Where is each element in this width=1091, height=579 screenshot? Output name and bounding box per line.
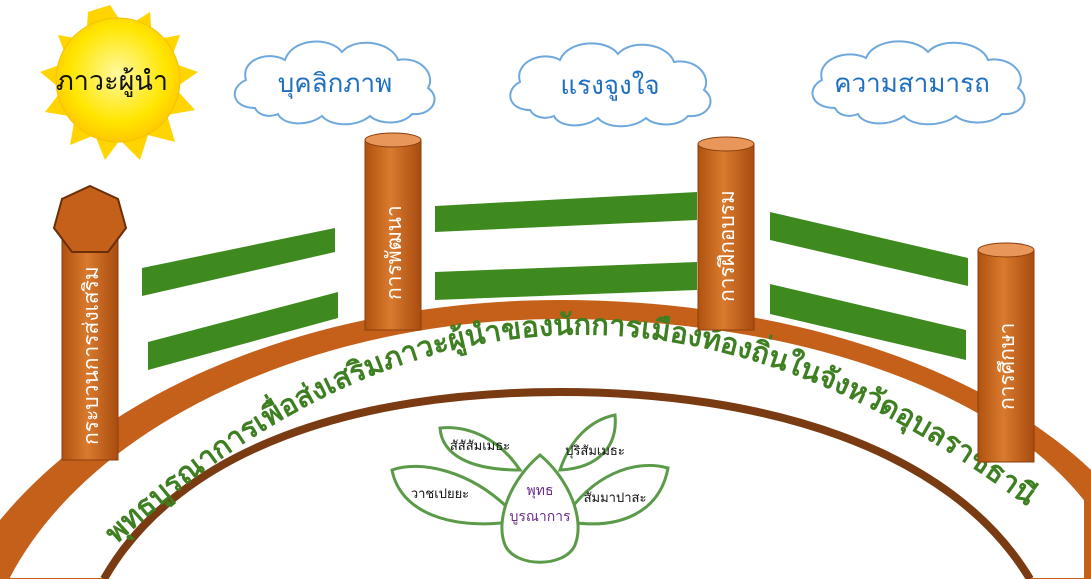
pillar-label: กระบวนการส่งเสริม [79,266,103,445]
rail [770,284,966,360]
lotus-icon [390,413,670,564]
pillar-top [364,132,422,148]
pillar-label: การศึกษา [995,323,1019,410]
lotus-petal-label: ปุริสัมเมธะ [565,444,625,459]
pillar-body [977,249,1035,463]
lotus-center-petal [500,453,580,564]
pillar-promotion: กระบวนการส่งเสริม [52,184,128,461]
cloud-label: แรงจูงใจ [560,71,659,101]
sun-disc [55,17,181,143]
pillar-education: การศึกษา [977,242,1035,463]
cloud-label: ความสามารถ [834,69,990,99]
cloud-shape [233,40,436,126]
sun-label: ภาวะผู้นำ [56,66,168,97]
rail [435,262,697,300]
cloud-ability: ความสามารถ [811,40,1026,126]
lotus-petal-top-left [438,426,523,472]
lotus-petal-left [390,464,512,526]
lotus-petal-right [568,463,670,526]
pillar-body [364,139,422,331]
pillar-development: การพัฒนา [364,132,422,331]
lotus-petal-label: สัสัสัมเมธะ [450,439,510,454]
heptagon-cap-icon [52,184,128,253]
pillar-label: การพัฒนา [382,205,406,300]
pillar-label: การฝึกอบรม [715,190,739,302]
lotus-petal-label: สัมมาปาสะ [584,491,647,506]
cloud-personality: บุคลิกภาพ [233,40,436,126]
pillar-top [977,242,1035,258]
pillar-body [697,143,755,331]
rail [435,192,697,232]
rail [142,228,335,296]
cloud-label: บุคลิกภาพ [278,69,392,99]
lotus-petal-top-right [557,413,617,472]
cloud-shape [811,40,1026,126]
cloud-motivation: แรงจูงใจ [509,42,712,128]
fence-rails [142,192,968,370]
pillar-top [697,136,755,152]
cloud-shape [509,42,712,128]
lotus-petal-label: วาชเปยยะ [411,487,469,502]
lotus-center-bottom: บูรณาการ [509,509,571,525]
arch-inner-line [100,387,1034,579]
lotus-center-top: พุทธ [526,483,553,499]
rail [770,212,968,286]
sun-icon: ภาวะผู้นำ [40,5,198,160]
rail [148,292,338,370]
pillar-body [61,237,119,461]
pillar-training: การฝึกอบรม [697,136,755,331]
